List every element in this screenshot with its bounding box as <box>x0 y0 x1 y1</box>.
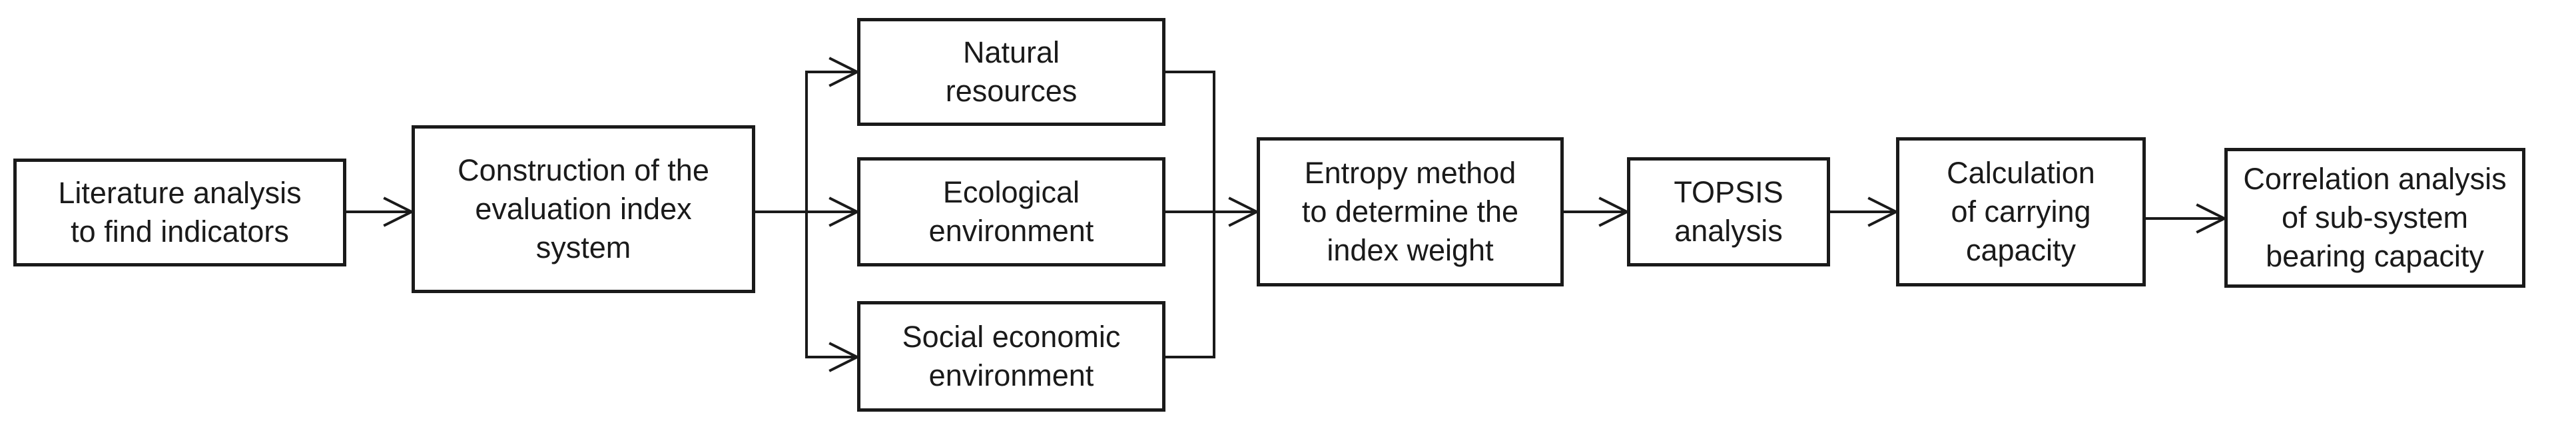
node-social-economic-environment: Social economic environment <box>857 301 1165 412</box>
node-literature-analysis: Literature analysis to find indicators <box>13 159 346 266</box>
node-calculation-carrying-capacity: Calculation of carrying capacity <box>1896 137 2146 286</box>
node-topsis-analysis: TOPSIS analysis <box>1627 157 1830 266</box>
node-entropy-method: Entropy method to determine the index we… <box>1257 137 1564 286</box>
node-construction-index-system: Construction of the evaluation index sys… <box>412 125 755 293</box>
node-ecological-environment: Ecological environment <box>857 157 1165 266</box>
node-natural-resources: Natural resources <box>857 18 1165 126</box>
node-correlation-analysis: Correlation analysis of sub-system beari… <box>2224 148 2525 288</box>
